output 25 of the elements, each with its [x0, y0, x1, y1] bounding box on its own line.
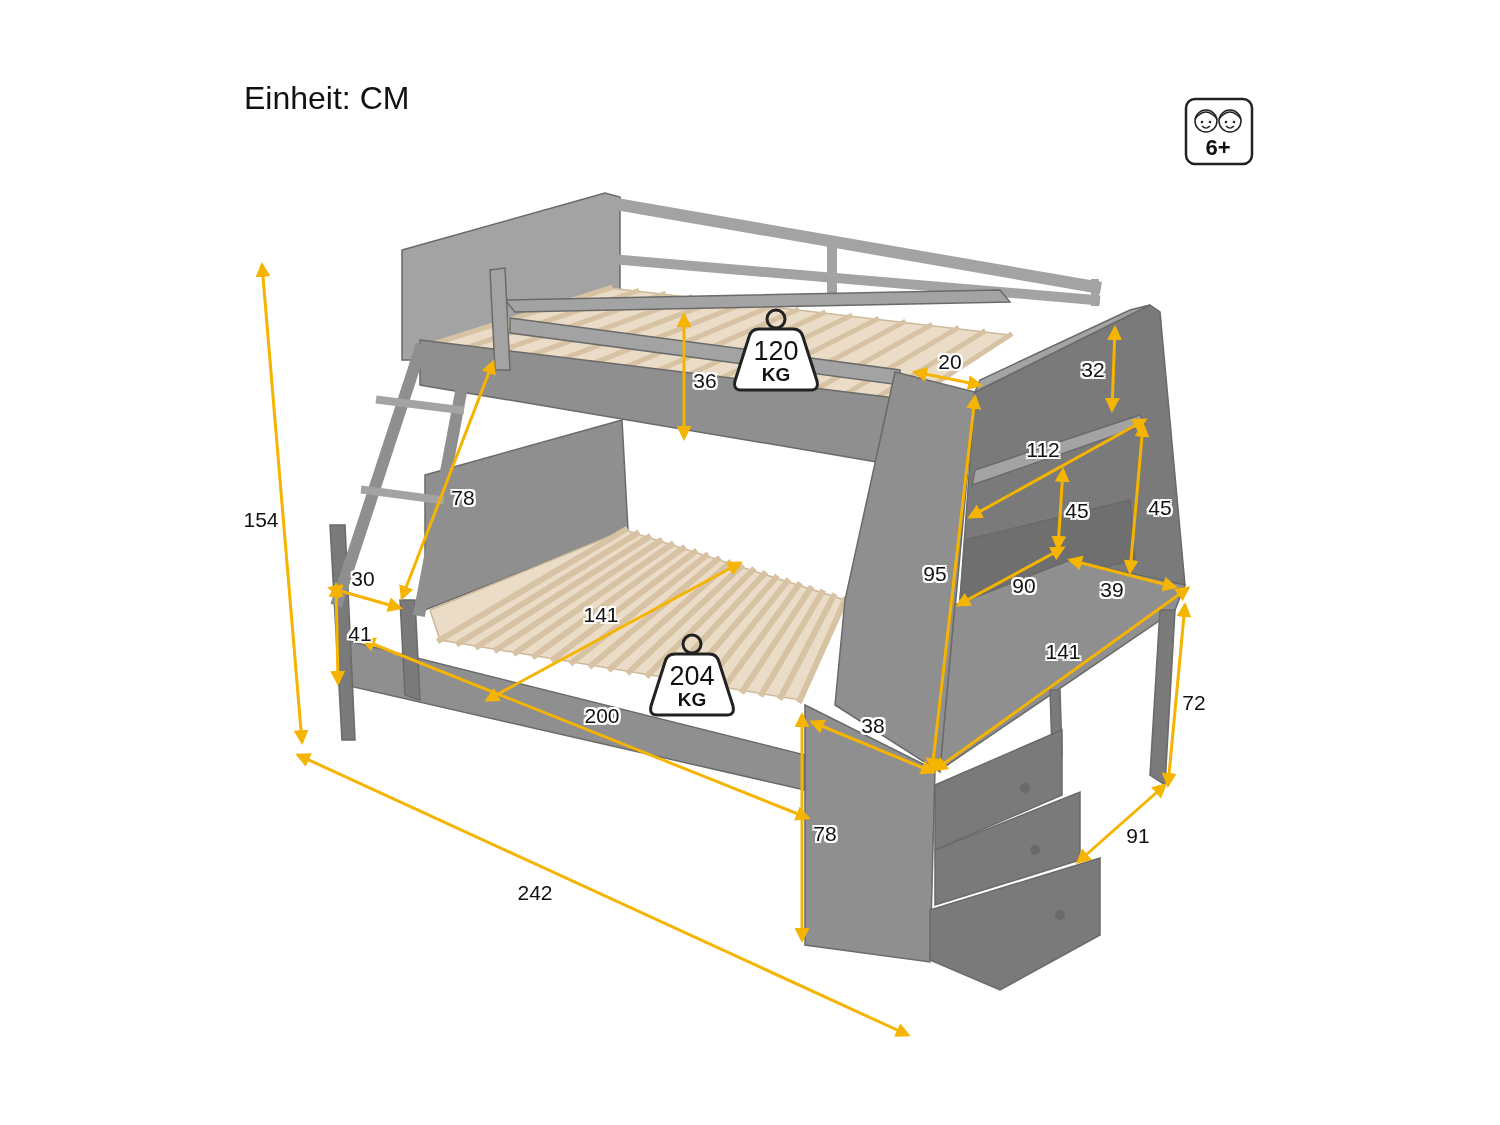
dimension-label: 20 [938, 350, 962, 374]
dimension-label: 242 [517, 881, 553, 905]
dimension-label: 95 [923, 562, 947, 586]
dimension-label: 39 [1100, 578, 1124, 602]
dimension-label: 45 [1148, 496, 1172, 520]
dimension-label: 30 [351, 567, 375, 591]
age-rating-text: 6+ [1205, 135, 1231, 161]
dimension-label: 38 [861, 714, 885, 738]
weight-value: 120 [752, 337, 800, 365]
weight-value: KG [676, 690, 708, 710]
dimension-label: 78 [451, 486, 475, 510]
dimension-label: 72 [1182, 691, 1206, 715]
dimension-label: 91 [1126, 824, 1150, 848]
dimension-label: 36 [693, 369, 717, 393]
dimension-label: 200 [584, 704, 620, 728]
dimension-label: 45 [1065, 499, 1089, 523]
dimension-label: 141 [583, 603, 619, 627]
weight-value: KG [760, 365, 792, 385]
unit-note: Einheit: CM [244, 80, 410, 117]
dimension-label: 78 [813, 822, 837, 846]
dimension-label: 141 [1045, 640, 1081, 664]
dimension-label: 90 [1012, 574, 1036, 598]
dimension-label: 112 [1026, 438, 1060, 462]
weight-value: 204 [668, 662, 716, 690]
dimension-label: 154 [243, 508, 279, 532]
